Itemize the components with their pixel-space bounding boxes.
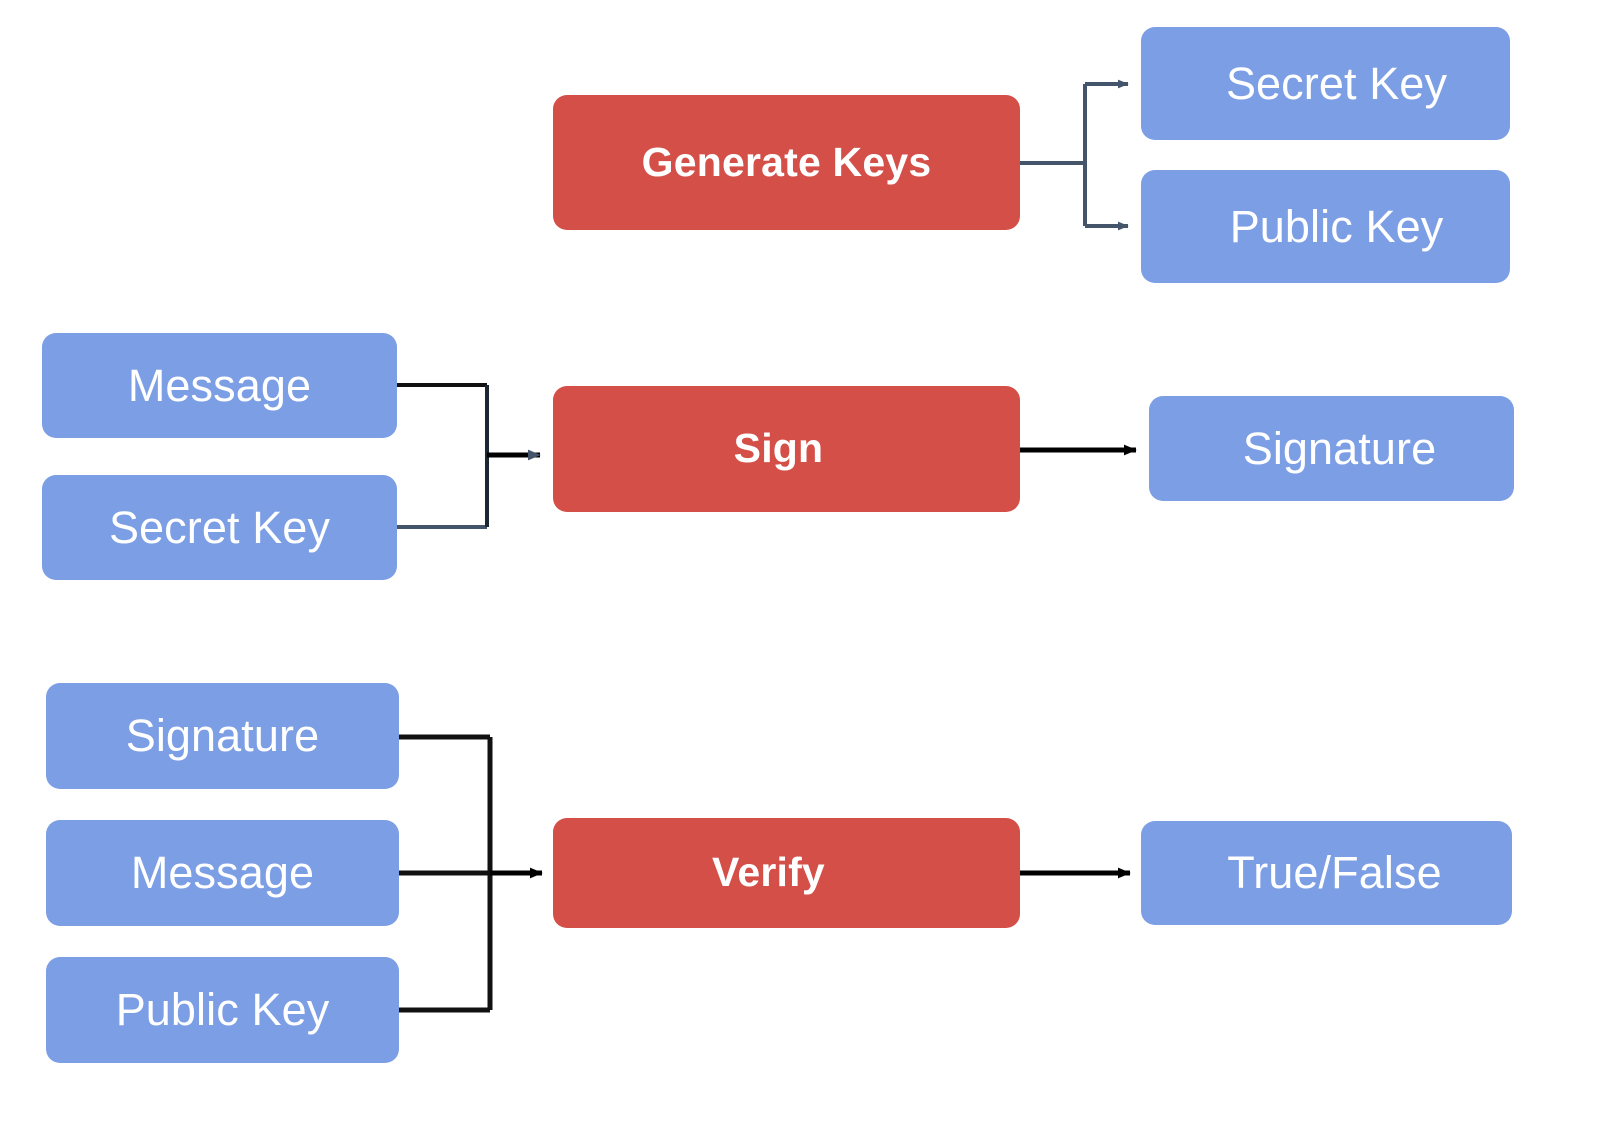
node-secret-key-sign-input[interactable]: Secret Key <box>42 475 397 580</box>
connector-verify-inputs-merge <box>399 734 543 1013</box>
node-message-verify-input-label: Message <box>130 847 315 899</box>
node-signature-output-label: Signature <box>1242 422 1437 474</box>
node-sign-label: Sign <box>733 425 824 472</box>
node-verify[interactable]: Verify <box>553 818 1020 928</box>
node-generate-keys[interactable]: Generate Keys <box>553 95 1020 230</box>
node-signature-output[interactable]: Signature <box>1149 396 1514 501</box>
node-true-false-output-label: True/False <box>1227 847 1442 899</box>
node-public-key-verify-input-label: Public Key <box>115 984 330 1036</box>
node-public-key-verify-input[interactable]: Public Key <box>46 957 399 1063</box>
node-public-key-output[interactable]: Public Key <box>1141 170 1510 283</box>
node-generate-keys-label: Generate Keys <box>641 138 932 185</box>
node-message-sign-input-label: Message <box>127 359 312 411</box>
node-secret-key-sign-input-label: Secret Key <box>108 501 331 553</box>
node-secret-key-output[interactable]: Secret Key <box>1141 27 1510 140</box>
node-signature-verify-input-label: Signature <box>125 710 320 762</box>
node-signature-verify-input[interactable]: Signature <box>46 683 399 789</box>
node-secret-key-output-label: Secret Key <box>1225 57 1448 109</box>
node-sign[interactable]: Sign <box>553 386 1020 512</box>
node-true-false-output[interactable]: True/False <box>1141 821 1512 925</box>
connector-generate-keys-fork <box>1020 79 1129 231</box>
connector-sign-inputs-merge <box>397 383 541 529</box>
node-public-key-output-label: Public Key <box>1229 200 1444 252</box>
node-message-verify-input[interactable]: Message <box>46 820 399 926</box>
node-verify-label: Verify <box>712 849 825 896</box>
node-message-sign-input[interactable]: Message <box>42 333 397 438</box>
